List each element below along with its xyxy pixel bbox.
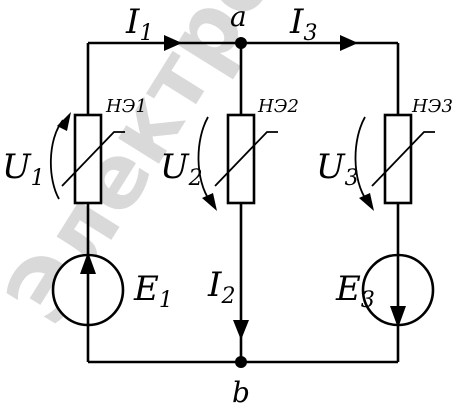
emf-source-e1	[51, 252, 125, 327]
nonlinear-element-1	[61, 113, 125, 205]
voltage-arc-1	[49, 112, 71, 200]
nonlinear-element-2	[214, 113, 278, 205]
element-ne2-label: НЭ2	[257, 96, 299, 117]
current-arrow-i2	[233, 320, 249, 340]
emf-e1-label: E1	[133, 269, 173, 313]
voltage-arc-3	[354, 116, 374, 211]
current-i1-label: I1	[125, 2, 153, 46]
element-ne3-label: НЭ3	[411, 96, 453, 117]
element-ne1-label: НЭ1	[105, 96, 147, 117]
node-b-dot	[235, 356, 247, 368]
voltage-u1-label: U1	[2, 147, 45, 191]
current-arrow-i3	[340, 35, 358, 51]
emf-e3-label: E3	[335, 269, 375, 313]
current-i3-label: I3	[289, 2, 317, 46]
node-a-label: a	[230, 0, 247, 33]
node-a-dot	[235, 37, 247, 49]
current-i2-label: I2	[207, 265, 235, 309]
node-b-label: b	[232, 376, 250, 405]
current-arrow-i1	[164, 35, 182, 51]
nonlinear-element-3	[371, 113, 435, 205]
voltage-u3-label: U3	[316, 147, 359, 191]
emf-source-e3	[361, 253, 435, 328]
voltage-u2-label: U2	[160, 147, 203, 191]
voltage-arc-2	[197, 116, 217, 211]
